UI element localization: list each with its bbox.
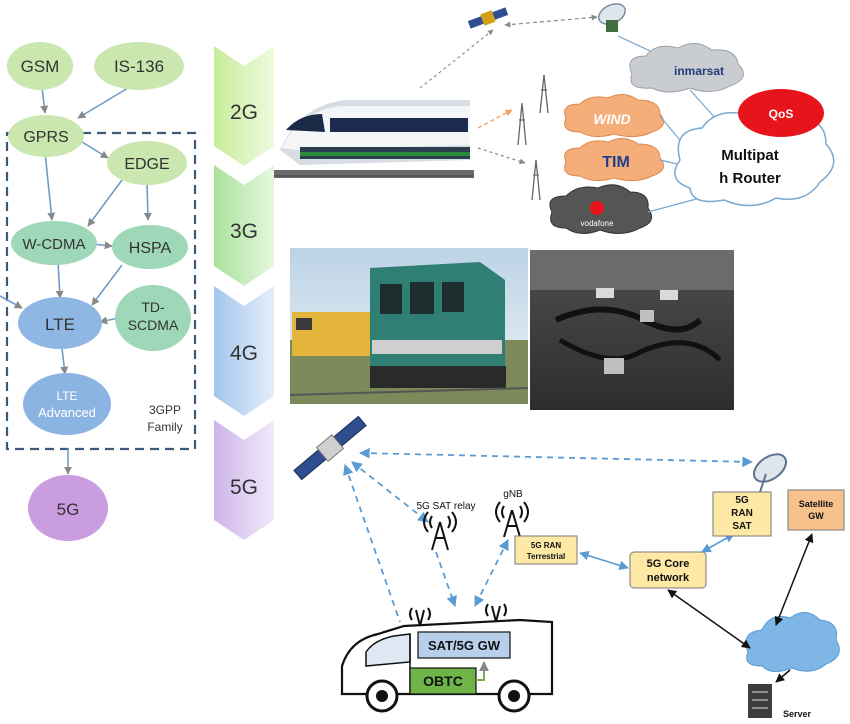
ran-terrestrial-box	[514, 535, 578, 565]
edge-node	[107, 141, 187, 185]
sat-5g-gw-box	[417, 631, 511, 659]
roof-antenna-photo	[530, 250, 734, 410]
satellite-gw-label-1: Satellite	[799, 499, 834, 509]
server-label: Server	[783, 709, 812, 719]
chevron-2g	[214, 46, 274, 166]
lte-advanced-node	[23, 373, 111, 435]
satellite-dish-icon	[598, 3, 626, 32]
qos-badge	[738, 89, 824, 137]
gnb-label: gNB	[503, 489, 523, 500]
gen-5g-label: 5G	[230, 476, 258, 499]
gsm-node	[7, 42, 73, 90]
core-network-label-1: 5G Core	[647, 558, 690, 570]
sat-5g-gw-label: SAT/5G GW	[428, 638, 501, 653]
train-photo-top	[274, 100, 474, 178]
evolution-arrows	[0, 86, 152, 475]
qos-label: QoS	[769, 107, 794, 121]
gsm-label: GSM	[21, 57, 60, 76]
ran-sat-label-3: SAT	[732, 521, 751, 532]
gen-4g-label: 4G	[230, 342, 258, 365]
router-label-1: Multipat	[721, 147, 779, 164]
is136-label: IS-136	[114, 57, 164, 76]
tim-cloud	[564, 138, 665, 182]
sat-relay-tower-icon	[423, 511, 457, 551]
vodafone-label: vodafone	[581, 219, 614, 228]
server-icon	[748, 684, 772, 718]
ran-terrestrial-label-2: Terrestrial	[527, 552, 566, 561]
gen-2g-label: 2G	[230, 101, 258, 124]
ran-terrestrial-label-1: 5G RAN	[531, 541, 561, 550]
inmarsat-label: inmarsat	[674, 64, 724, 78]
generation-chevrons: 2G 3G 4G 5G	[214, 46, 274, 540]
family-label-2: Family	[147, 420, 182, 434]
wind-cloud	[564, 94, 665, 138]
core-network-label-2: network	[647, 572, 690, 584]
train-photo-station	[289, 248, 529, 404]
evolution-tree: GSM IS-136 GPRS EDGE W-CDMA HSPA LTE TD-…	[0, 42, 197, 541]
satellite-gw-box	[787, 489, 845, 531]
lte-node	[18, 297, 102, 349]
core-network-box	[629, 551, 707, 589]
ran-sat-label-2: RAN	[731, 508, 753, 519]
gnb-tower-icon	[495, 501, 529, 538]
edge-label: EDGE	[124, 156, 169, 173]
lte-advanced-label-1: LTE	[56, 389, 77, 403]
wcdma-label: W-CDMA	[22, 236, 85, 253]
satellite-icon	[467, 7, 509, 29]
3gpp-family-frame	[5, 131, 197, 451]
satellite-icon-5g	[293, 415, 367, 481]
lte-advanced-label-2: Advanced	[38, 405, 96, 420]
chevron-5g	[214, 420, 274, 540]
radio-links	[343, 447, 754, 623]
router-label-2: h Router	[719, 170, 781, 187]
multipath-section: inmarsat WIND TIM vodafone Multipat h Ro…	[274, 3, 835, 234]
chevron-4g	[214, 286, 274, 416]
gprs-label: GPRS	[23, 129, 68, 146]
ran-sat-label-1: 5G	[735, 495, 749, 506]
ran-sat-box	[712, 491, 772, 537]
wcdma-node	[11, 221, 97, 265]
sat-relay-label: 5G SAT relay	[416, 501, 475, 512]
gprs-node	[8, 115, 84, 157]
hspa-label: HSPA	[129, 240, 172, 257]
obtc-label: OBTC	[423, 673, 463, 689]
tdscdma-node	[115, 285, 191, 351]
gen-3g-label: 3G	[230, 220, 258, 243]
lte-label: LTE	[45, 315, 75, 334]
server-cloud	[745, 612, 840, 672]
satellite-gw-label-2: GW	[808, 511, 824, 521]
wind-label: WIND	[593, 111, 630, 127]
5g-node	[28, 475, 108, 541]
antenna-towers	[517, 74, 549, 201]
tdscdma-label-2: SCDMA	[128, 317, 179, 333]
tim-label: TIM	[602, 154, 630, 171]
5g-label: 5G	[57, 500, 80, 519]
architecture-5g: 5G SAT relay gNB 5G RAN Terrestrial 5G C…	[293, 415, 845, 719]
hspa-node	[112, 225, 188, 269]
ground-dish-icon	[752, 453, 788, 493]
chevron-3g	[214, 165, 274, 286]
family-label-1: 3GPP	[149, 403, 181, 417]
is136-node	[94, 42, 184, 90]
inmarsat-cloud	[629, 43, 744, 93]
tdscdma-label-1: TD-	[141, 299, 165, 315]
